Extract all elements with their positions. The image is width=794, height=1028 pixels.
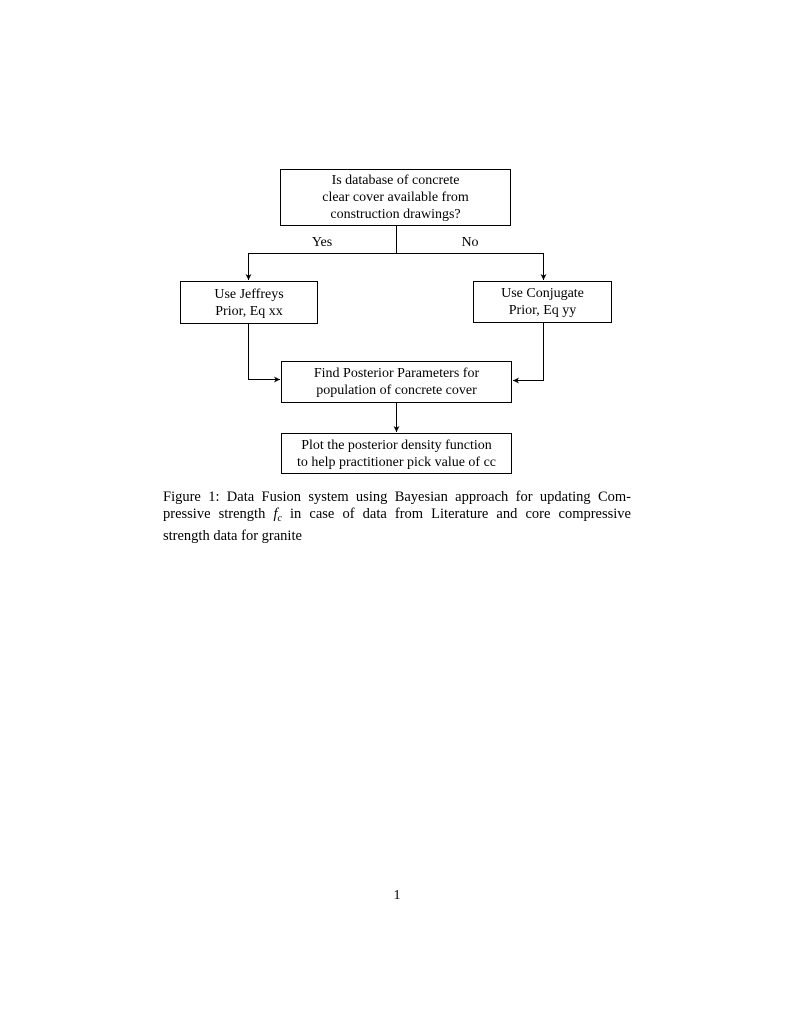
caption-text: in case of data from Literature and core… (281, 505, 631, 522)
node-conjugate-prior: Use Conjugate Prior, Eq yy (473, 281, 612, 323)
node-line: Plot the posterior density function (301, 437, 492, 453)
node-line: Use Conjugate (501, 286, 584, 301)
edge-label-yes: Yes (311, 235, 333, 250)
node-line: Use Jeffreys (214, 286, 284, 302)
node-line: Is database of concrete (331, 173, 460, 188)
edge-label-no: No (461, 235, 479, 250)
caption-text: pressive strength (163, 505, 274, 522)
node-line: population of concrete cover (316, 383, 477, 398)
caption-line-2: pressive strength fc in case of data fro… (163, 506, 631, 528)
caption-line-1: Figure 1: Data Fusion system using Bayes… (163, 489, 631, 505)
figure-caption: Figure 1: Data Fusion system using Bayes… (163, 489, 631, 544)
node-line: Prior, Eq xx (215, 303, 283, 319)
node-line: construction drawings? (330, 207, 461, 222)
caption-line-3: strength data for granite (163, 527, 302, 544)
math-fc-subscript: c (277, 512, 282, 524)
node-line: Find Posterior Parameters for (313, 366, 480, 381)
node-line: clear cover available from (322, 190, 469, 205)
math-fc-symbol: f (273, 505, 278, 522)
node-jeffreys-prior: Use Jeffreys Prior, Eq xx (180, 281, 318, 324)
node-plot-posterior-density: Plot the posterior density function to h… (281, 433, 512, 474)
node-line: to help practitioner pick value of cc (296, 454, 497, 470)
page-number: 1 (393, 888, 401, 903)
node-find-posterior-parameters: Find Posterior Parameters for population… (281, 361, 512, 403)
node-decision-database-available: Is database of concrete clear cover avai… (280, 169, 511, 226)
node-line: Prior, Eq yy (508, 303, 577, 318)
